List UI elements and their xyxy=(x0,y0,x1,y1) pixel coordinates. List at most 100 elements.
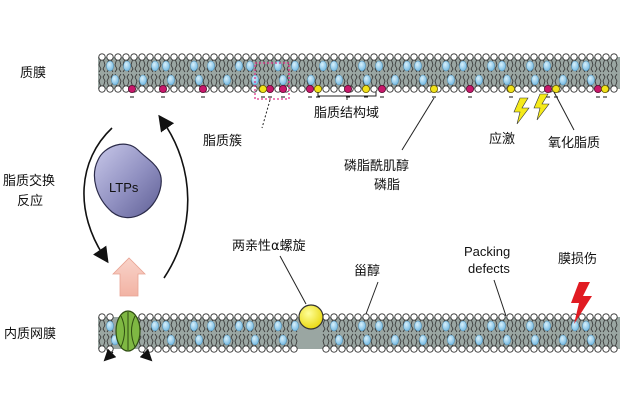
lipid-headgroup xyxy=(538,313,546,321)
lipid-tail xyxy=(266,73,270,87)
sterol-molecule xyxy=(391,74,399,86)
phosphoinositide-lipid xyxy=(594,85,603,94)
lipid-tail xyxy=(178,333,182,347)
lipid-tail xyxy=(286,73,290,87)
sterol-molecule xyxy=(190,320,198,332)
lipid-headgroup xyxy=(314,53,322,61)
sterol-molecule xyxy=(487,60,495,72)
lipid-tail xyxy=(398,333,402,347)
lipid-tail xyxy=(374,73,378,87)
lipid-tail xyxy=(458,73,462,87)
lipid-headgroup xyxy=(234,345,242,353)
sterol-molecule xyxy=(223,74,231,86)
lipid-domain-bracket xyxy=(317,92,377,100)
lipid-headgroup xyxy=(450,85,458,93)
lipid-tail xyxy=(206,333,210,347)
lipid-headgroup xyxy=(218,53,226,61)
lipid-tail xyxy=(318,73,322,87)
lipid-headgroup xyxy=(490,53,498,61)
lipid-tail xyxy=(106,73,110,87)
phosphoinositide-lipid xyxy=(343,85,352,94)
lipid-tail xyxy=(146,319,150,333)
sterol-molecule xyxy=(559,334,567,346)
lipid-tail xyxy=(346,333,350,347)
lipid-headgroup xyxy=(538,345,546,353)
lipid-headgroup xyxy=(530,313,538,321)
sterol-molecule xyxy=(587,334,595,346)
lipid-headgroup xyxy=(170,53,178,61)
sterol-molecule xyxy=(330,60,338,72)
lipid-headgroup xyxy=(290,345,298,353)
lipid-tail xyxy=(366,59,370,73)
lipid-headgroup xyxy=(514,313,522,321)
lipid-headgroup xyxy=(546,313,554,321)
lipid-tail xyxy=(218,319,222,333)
lipid-tail xyxy=(158,319,162,333)
lipid-tail xyxy=(482,73,486,87)
lipid-tail xyxy=(358,73,362,87)
lipid-tail xyxy=(262,319,266,333)
lipid-tail xyxy=(594,59,598,73)
lipid-tail xyxy=(126,73,130,87)
lipid-tail xyxy=(146,333,150,347)
sterol-molecule xyxy=(279,74,287,86)
membrane-protein-icon xyxy=(103,310,153,362)
lipid-headgroup xyxy=(458,85,466,93)
sterol-molecule xyxy=(571,60,579,72)
lipid-tail xyxy=(330,333,334,347)
lipid-headgroup xyxy=(402,53,410,61)
lipid-tail xyxy=(494,59,498,73)
lipid-headgroup xyxy=(578,53,586,61)
lipid-tail xyxy=(606,59,610,73)
lipid-tail xyxy=(174,73,178,87)
lipid-tail xyxy=(594,319,598,333)
lipid-headgroup xyxy=(402,345,410,353)
lipid-tail xyxy=(214,333,218,347)
lipid-tail xyxy=(578,59,582,73)
lipid-tail xyxy=(506,319,510,333)
lipid-headgroup xyxy=(106,85,114,93)
er-membrane xyxy=(98,313,620,353)
lipid-tail xyxy=(310,59,314,73)
lipid-tail xyxy=(370,73,374,87)
lipid-tail xyxy=(286,319,290,333)
lipid-headgroup xyxy=(274,313,282,321)
lipid-headgroup xyxy=(434,345,442,353)
pi-label-line2: 磷脂 xyxy=(374,178,400,193)
lipid-tail xyxy=(434,333,438,347)
lipid-tail xyxy=(566,319,570,333)
lipid-tail xyxy=(566,333,570,347)
lipid-headgroup xyxy=(610,345,618,353)
lipid-headgroup xyxy=(186,313,194,321)
sterol-molecule xyxy=(235,60,243,72)
lipid-tail xyxy=(302,73,306,87)
lipid-headgroup xyxy=(202,53,210,61)
lipid-headgroup xyxy=(602,313,610,321)
lipid-headgroup xyxy=(594,345,602,353)
lipid-headgroup xyxy=(194,345,202,353)
sterol-molecule xyxy=(543,60,551,72)
lipid-headgroup xyxy=(498,53,506,61)
lipid-tail xyxy=(534,59,538,73)
sterol-molecule xyxy=(167,74,175,86)
lipid-tail xyxy=(202,59,206,73)
lipid-headgroup xyxy=(594,53,602,61)
lipid-tail xyxy=(270,333,274,347)
lipid-headgroup xyxy=(378,53,386,61)
sterol-molecule xyxy=(319,60,327,72)
lipid-headgroup xyxy=(466,53,474,61)
lipid-tail xyxy=(514,59,518,73)
sterol-molecule xyxy=(571,320,579,332)
lipid-headgroup xyxy=(522,85,530,93)
lipid-headgroup xyxy=(370,85,378,93)
lipid-headgroup xyxy=(106,313,114,321)
lipid-tail xyxy=(210,73,214,87)
lipid-headgroup xyxy=(434,313,442,321)
lipid-tail xyxy=(322,319,326,333)
lipid-tail xyxy=(466,333,470,347)
lipid-tail xyxy=(498,333,502,347)
lipid-headgroup xyxy=(562,53,570,61)
lipid-tail xyxy=(526,73,530,87)
lipid-tail xyxy=(214,73,218,87)
lipid-headgroup xyxy=(98,345,106,353)
